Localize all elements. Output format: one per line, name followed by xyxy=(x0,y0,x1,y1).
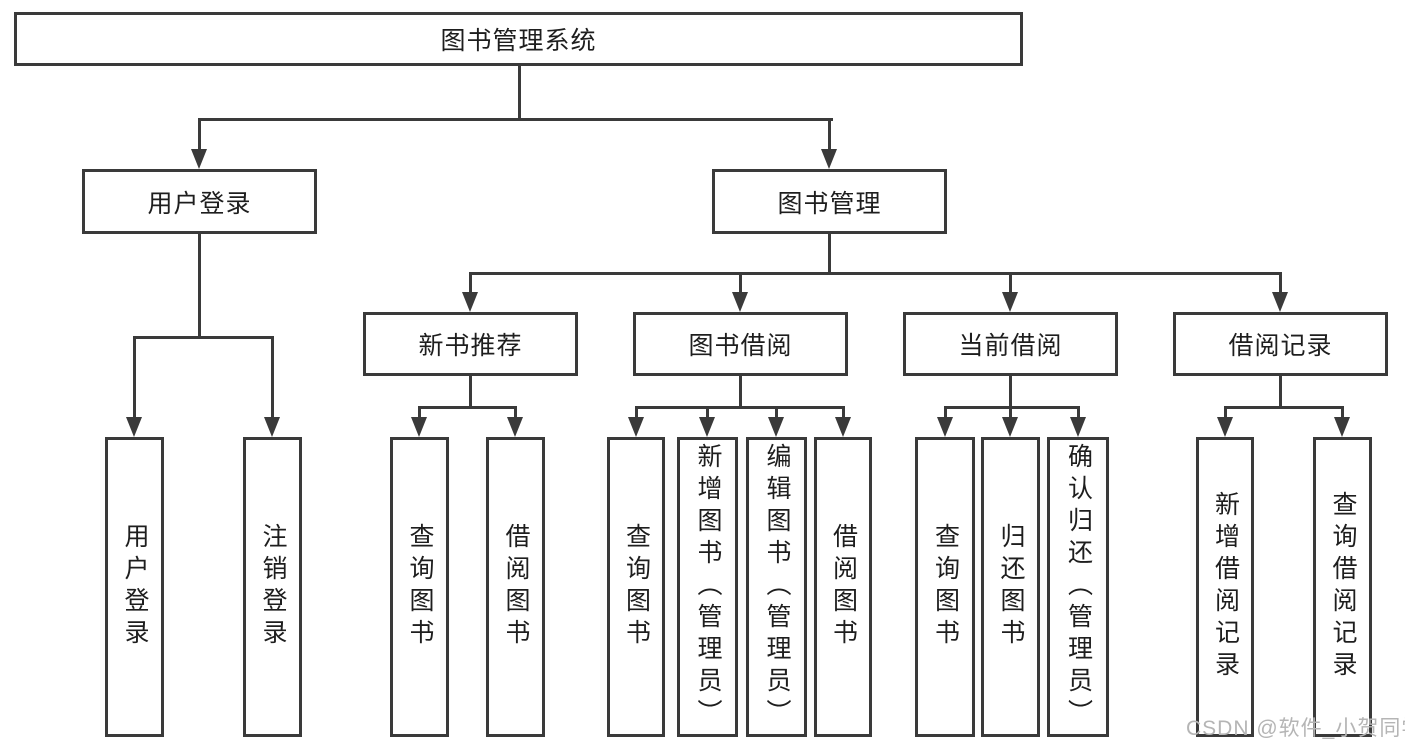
connector-line xyxy=(469,272,1282,275)
arrow-down-icon xyxy=(1217,417,1233,437)
leaf-query-borrow-record: 查询借阅记录 xyxy=(1313,437,1372,737)
connector-line xyxy=(1009,376,1012,409)
arrow-down-icon xyxy=(507,417,523,437)
connector-line xyxy=(418,406,421,418)
connector-line xyxy=(775,406,778,418)
node-book-borrow: 图书借阅 xyxy=(633,312,848,376)
node-current-borrow: 当前借阅 xyxy=(903,312,1118,376)
connector-line xyxy=(418,406,517,409)
arrow-down-icon xyxy=(1334,417,1350,437)
leaf-query-books-borrow: 查询图书 xyxy=(607,437,665,737)
arrow-down-icon xyxy=(191,149,207,169)
arrow-down-icon xyxy=(411,417,427,437)
connector-line xyxy=(514,406,517,418)
leaf-query-books-recommend: 查询图书 xyxy=(390,437,449,737)
connector-line xyxy=(828,234,831,275)
leaf-borrow-books: 借阅图书 xyxy=(814,437,872,737)
node-borrow-records: 借阅记录 xyxy=(1173,312,1388,376)
connector-line xyxy=(1077,406,1080,418)
connector-line xyxy=(1224,406,1227,418)
connector-line xyxy=(842,406,845,418)
connector-line xyxy=(271,336,274,417)
leaf-logout: 注销登录 xyxy=(243,437,302,737)
arrow-down-icon xyxy=(821,149,837,169)
connector-line xyxy=(1279,376,1282,409)
connector-line xyxy=(944,406,1080,409)
node-new-book-recommend: 新书推荐 xyxy=(363,312,578,376)
connector-line xyxy=(1009,272,1012,294)
arrow-down-icon xyxy=(732,292,748,312)
leaf-confirm-return-admin: 确认归还（管理员） xyxy=(1047,437,1109,737)
arrow-down-icon xyxy=(699,417,715,437)
watermark: CSDN @软件_小贺同学 xyxy=(1186,717,1405,740)
arrow-down-icon xyxy=(937,417,953,437)
connector-line xyxy=(739,272,742,294)
connector-line xyxy=(828,118,831,151)
arrow-down-icon xyxy=(1272,292,1288,312)
connector-line xyxy=(635,406,845,409)
node-library-system: 图书管理系统 xyxy=(14,12,1023,66)
leaf-add-books-admin: 新增图书（管理员） xyxy=(677,437,738,737)
connector-line xyxy=(198,118,201,151)
leaf-return-books: 归还图书 xyxy=(981,437,1040,737)
arrow-down-icon xyxy=(1002,417,1018,437)
arrow-down-icon xyxy=(264,417,280,437)
leaf-query-books-current: 查询图书 xyxy=(915,437,975,737)
connector-line xyxy=(469,272,472,294)
connector-line xyxy=(1224,406,1344,409)
leaf-user-login: 用户登录 xyxy=(105,437,164,737)
connector-line xyxy=(133,336,274,339)
arrow-down-icon xyxy=(126,417,142,437)
arrow-down-icon xyxy=(462,292,478,312)
connector-line xyxy=(469,376,472,409)
node-user-login: 用户登录 xyxy=(82,169,317,234)
leaf-edit-books-admin: 编辑图书（管理员） xyxy=(746,437,807,737)
connector-line xyxy=(1009,406,1012,418)
connector-line xyxy=(635,406,638,418)
arrow-down-icon xyxy=(835,417,851,437)
connector-line xyxy=(706,406,709,418)
leaf-borrow-books-recommend: 借阅图书 xyxy=(486,437,545,737)
connector-line xyxy=(1341,406,1344,418)
connector-line xyxy=(198,234,201,339)
arrow-down-icon xyxy=(1002,292,1018,312)
connector-line xyxy=(198,118,833,121)
leaf-add-borrow-record: 新增借阅记录 xyxy=(1196,437,1254,737)
node-book-management: 图书管理 xyxy=(712,169,947,234)
arrow-down-icon xyxy=(768,417,784,437)
connector-line xyxy=(133,336,136,417)
connector-line xyxy=(944,406,947,418)
connector-line xyxy=(518,66,521,120)
arrow-down-icon xyxy=(628,417,644,437)
connector-line xyxy=(739,376,742,409)
connector-line xyxy=(1279,272,1282,294)
arrow-down-icon xyxy=(1070,417,1086,437)
